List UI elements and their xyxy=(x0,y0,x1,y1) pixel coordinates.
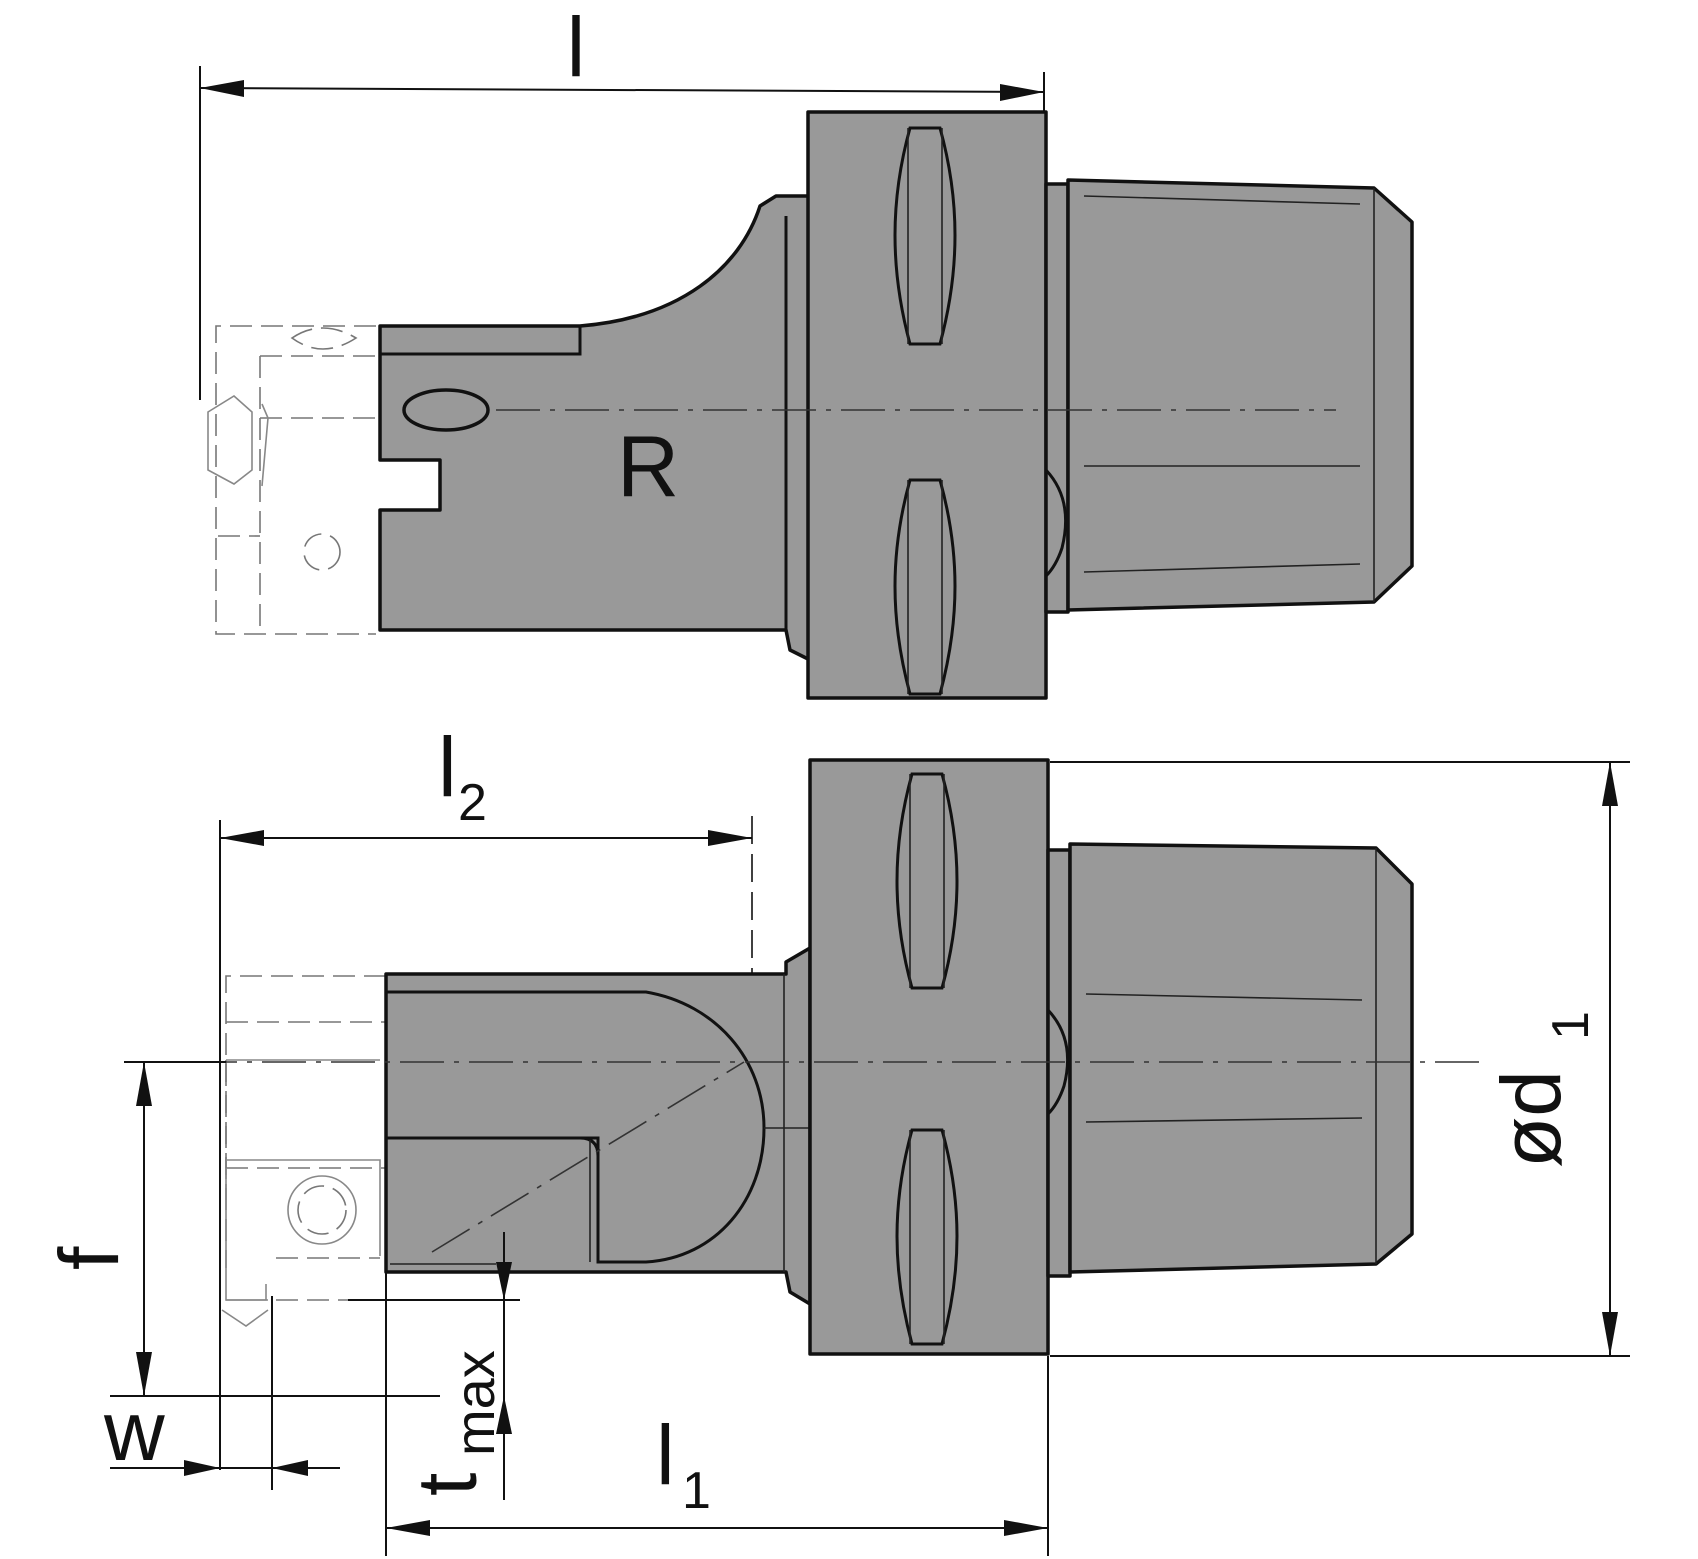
top-flange-slot-upper xyxy=(893,126,957,346)
dimension-w: w xyxy=(103,1296,340,1490)
top-flange-slot-lower xyxy=(893,478,957,696)
dimension-f: f xyxy=(42,1061,440,1397)
dimension-l: l xyxy=(199,0,1045,400)
dimension-l2-subscript: 2 xyxy=(458,774,487,832)
bottom-view: l 2 ød 1 f xyxy=(42,720,1630,1556)
dimension-l1-label: l xyxy=(656,1408,675,1502)
dimension-l-label: l xyxy=(567,0,586,94)
dimension-tmax-subscript: max xyxy=(443,1350,506,1456)
dimension-d1-label: ød xyxy=(1484,1070,1578,1168)
dimension-f-label: f xyxy=(42,1246,136,1270)
bottom-threaded-cylinder xyxy=(1068,842,1414,1274)
part-mark-label: R xyxy=(617,419,679,515)
bottom-flange-slot-lower xyxy=(895,1128,959,1346)
dimension-l1: l 1 xyxy=(386,1356,1049,1556)
top-oval-bore xyxy=(402,388,490,432)
dimension-tmax-label: t xyxy=(400,1473,494,1496)
top-ghost-insert xyxy=(207,325,376,635)
dimension-w-label: w xyxy=(103,1384,165,1478)
dimension-l2: l 2 xyxy=(219,720,753,1470)
bottom-ghost-insert xyxy=(221,975,386,1327)
dimension-d1: ød 1 xyxy=(1050,761,1630,1357)
top-threaded-cylinder xyxy=(1066,178,1414,612)
dimension-tmax: t max xyxy=(348,1232,520,1556)
top-body-shank xyxy=(378,194,812,662)
dimension-l2-label: l xyxy=(438,720,457,814)
dimension-l1-subscript: 1 xyxy=(682,1462,711,1520)
top-view: R l xyxy=(199,0,1414,700)
bottom-flange-slot-upper xyxy=(895,772,959,990)
dimension-d1-subscript: 1 xyxy=(1542,1011,1600,1040)
